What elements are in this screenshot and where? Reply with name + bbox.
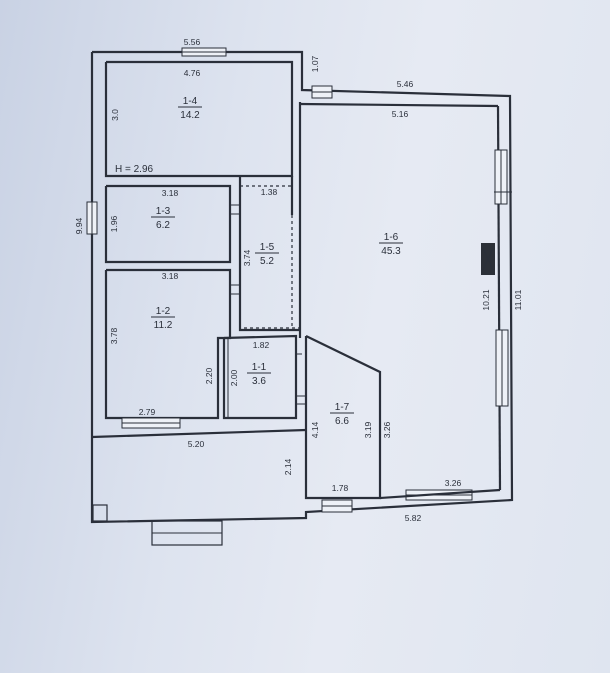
dim-room-1-2-bottom: 2.79 — [139, 407, 156, 417]
dim-room-1-6-bottom: 3.26 — [445, 478, 462, 488]
room-1-6-top-wall — [299, 102, 499, 108]
svg-text:1-5: 1-5 — [260, 242, 275, 253]
svg-text:14.2: 14.2 — [180, 110, 200, 121]
dim-corridor-height: 3.74 — [242, 249, 252, 266]
room-1-6-bottom-wall — [379, 488, 501, 500]
dim-right-outer: 11.01 — [513, 289, 523, 310]
room-1-5-wall — [238, 176, 300, 332]
dim-step-offset: 1.07 — [310, 55, 320, 72]
dim-porch-width: 5.20 — [188, 439, 205, 449]
svg-text:1-2: 1-2 — [156, 306, 171, 317]
dim-room-1-3-width: 3.18 — [162, 188, 179, 198]
dim-room-1-3-height: 1.96 — [109, 215, 119, 232]
svg-text:1-1: 1-1 — [252, 362, 267, 373]
svg-text:6.2: 6.2 — [156, 220, 170, 231]
dim-room-1-7-right: 3.19 — [363, 421, 373, 438]
dim-porch-height: 2.14 — [283, 458, 293, 475]
svg-text:1-6: 1-6 — [384, 232, 399, 243]
room-1-1-wall — [222, 334, 298, 420]
svg-text:1-4: 1-4 — [183, 96, 198, 107]
room-1-2-wall — [104, 268, 232, 420]
dim-room-1-1-height: 2.00 — [229, 369, 239, 386]
room-label-1-1: 1-1 3.6 — [247, 362, 271, 387]
dim-room-1-2-width: 3.18 — [162, 271, 179, 281]
svg-text:1-3: 1-3 — [156, 206, 171, 217]
room-label-1-5: 1-5 5.2 — [255, 242, 279, 267]
dim-room-1-4-height: 3.0 — [110, 109, 120, 121]
svg-text:11.2: 11.2 — [154, 320, 173, 331]
dim-right-inner: 10.21 — [481, 289, 491, 311]
dim-corridor-width: 1.38 — [261, 187, 278, 197]
outer-wall — [90, 50, 514, 524]
svg-text:1-7: 1-7 — [335, 402, 350, 413]
svg-text:5.2: 5.2 — [260, 256, 274, 267]
room-label-1-6: 1-6 45.3 — [379, 232, 403, 257]
room-label-1-2: 1-2 11.2 — [151, 306, 175, 331]
room-label-1-3: 1-3 6.2 — [151, 206, 175, 231]
svg-text:45.3: 45.3 — [381, 246, 401, 257]
dim-top-left-outer: 5.56 — [184, 37, 201, 47]
dim-room-1-1-wall: 2.20 — [204, 367, 214, 384]
dim-room-1-7-left: 4.14 — [310, 421, 320, 438]
dim-left-outer: 9.94 — [74, 217, 84, 234]
dim-top-right-outer: 5.46 — [397, 79, 414, 89]
room-label-1-4: 1-4 14.2 — [178, 96, 202, 121]
porch-wall — [91, 428, 307, 439]
svg-text:3.6: 3.6 — [252, 376, 266, 387]
dim-room-1-2-height: 3.78 — [109, 327, 119, 344]
room-label-1-7: 1-7 6.6 — [330, 402, 354, 427]
dim-room-1-1-width: 1.82 — [253, 340, 270, 350]
dim-room-1-4-width: 4.76 — [184, 68, 201, 78]
dim-bottom-outer: 5.82 — [405, 513, 422, 523]
dim-room-1-6-inner-height: 3.26 — [382, 421, 392, 438]
svg-text:6.6: 6.6 — [335, 416, 349, 427]
height-note: H = 2.96 — [115, 164, 154, 175]
dim-room-1-7-bottom: 1.78 — [332, 483, 349, 493]
room-1-3-wall — [104, 184, 232, 264]
porch-step — [92, 504, 108, 522]
dim-room-1-6-width: 5.16 — [392, 109, 409, 119]
